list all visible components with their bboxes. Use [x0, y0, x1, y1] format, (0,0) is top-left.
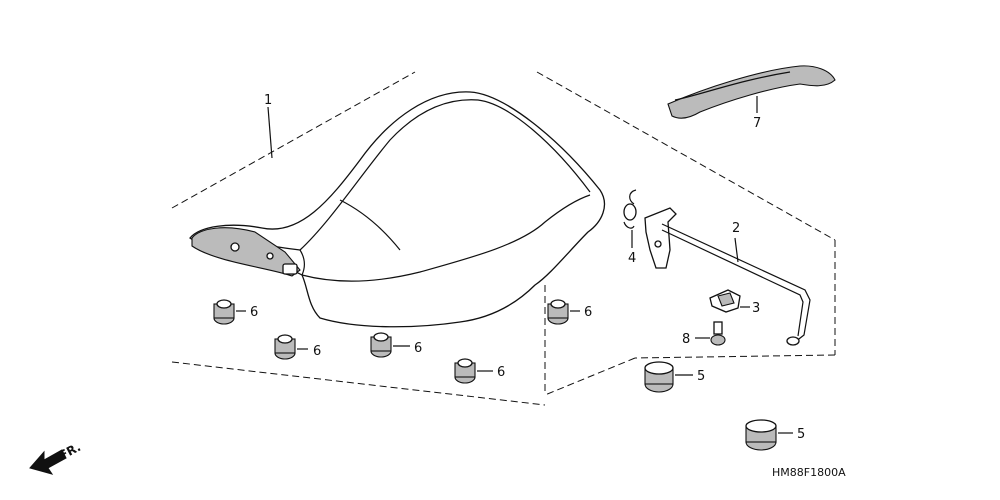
callout-grommet-5: 6 [584, 305, 592, 320]
leader-rod [734, 237, 739, 263]
callout-grommet-3: 6 [414, 341, 422, 356]
seat [189, 91, 605, 328]
assembly-boundary [171, 71, 836, 406]
callout-grommet-2: 6 [313, 344, 321, 359]
callout-cushion-a: 5 [697, 369, 705, 384]
callout-handle: 7 [753, 116, 761, 131]
bolt [710, 321, 726, 346]
drawing-code: HM88F1800A [772, 466, 846, 479]
callout-cushion-b: 5 [797, 427, 805, 442]
callout-hook: 3 [752, 301, 760, 316]
callout-rod: 2 [732, 221, 740, 236]
callout-grommet-1: 6 [250, 305, 258, 320]
callout-spring: 4 [628, 251, 636, 266]
hook-clip [709, 289, 741, 313]
grommet-4 [454, 358, 476, 384]
callout-bolt: 8 [682, 332, 690, 347]
front-direction-arrow-icon [29, 449, 67, 475]
callout-seat: 1 [264, 93, 272, 108]
grommet-3 [370, 332, 392, 358]
grommet-2 [274, 334, 296, 360]
grommet-5 [547, 299, 569, 325]
cushion-a [644, 361, 674, 393]
latch-bracket [644, 207, 677, 269]
leader-seat [267, 106, 273, 159]
spring [623, 189, 637, 229]
grommet-1 [213, 299, 235, 325]
callout-grommet-4: 6 [497, 365, 505, 380]
cushion-b [745, 419, 777, 451]
release-rod [661, 223, 811, 346]
grip-handle [667, 65, 836, 119]
front-direction-label: FR. [57, 440, 83, 463]
